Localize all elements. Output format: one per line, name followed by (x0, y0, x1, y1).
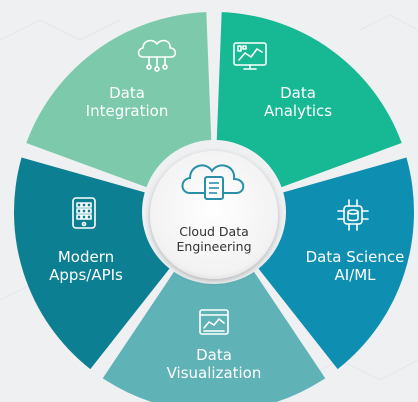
center-label-line1: Cloud Data (179, 224, 249, 239)
segment-analytics (216, 12, 402, 188)
segment-label-integration-line1: Data (109, 84, 145, 102)
center-label-line2: Engineering (177, 239, 252, 254)
segment-label-apps-line1: Modern (58, 248, 114, 266)
segment-label-visualization-line1: Data (196, 346, 232, 364)
tablet-apps-icon (72, 197, 96, 229)
center-hub: Cloud Data Engineering (150, 151, 278, 279)
cloud-network-icon (137, 39, 177, 72)
chart-window-icon (199, 309, 229, 335)
ai-chip-icon (337, 199, 369, 231)
segment-apps (14, 157, 170, 370)
segment-visualization (102, 271, 326, 402)
segment-label-apps-line2: Apps/APIs (49, 266, 123, 284)
segment-label-analytics-line2: Analytics (264, 102, 332, 120)
segment-label-science-line1: Data Science (306, 248, 405, 266)
segment-label-visualization-line2: Visualization (167, 364, 262, 382)
segment-label-integration-line2: Integration (86, 102, 169, 120)
segment-label-science-line2: AI/ML (334, 266, 376, 284)
segment-integration (26, 12, 212, 188)
cloud-document-icon (181, 164, 245, 200)
analytics-dashboard-icon (233, 42, 267, 70)
segment-label-analytics-line1: Data (280, 84, 316, 102)
segment-science (258, 157, 414, 370)
